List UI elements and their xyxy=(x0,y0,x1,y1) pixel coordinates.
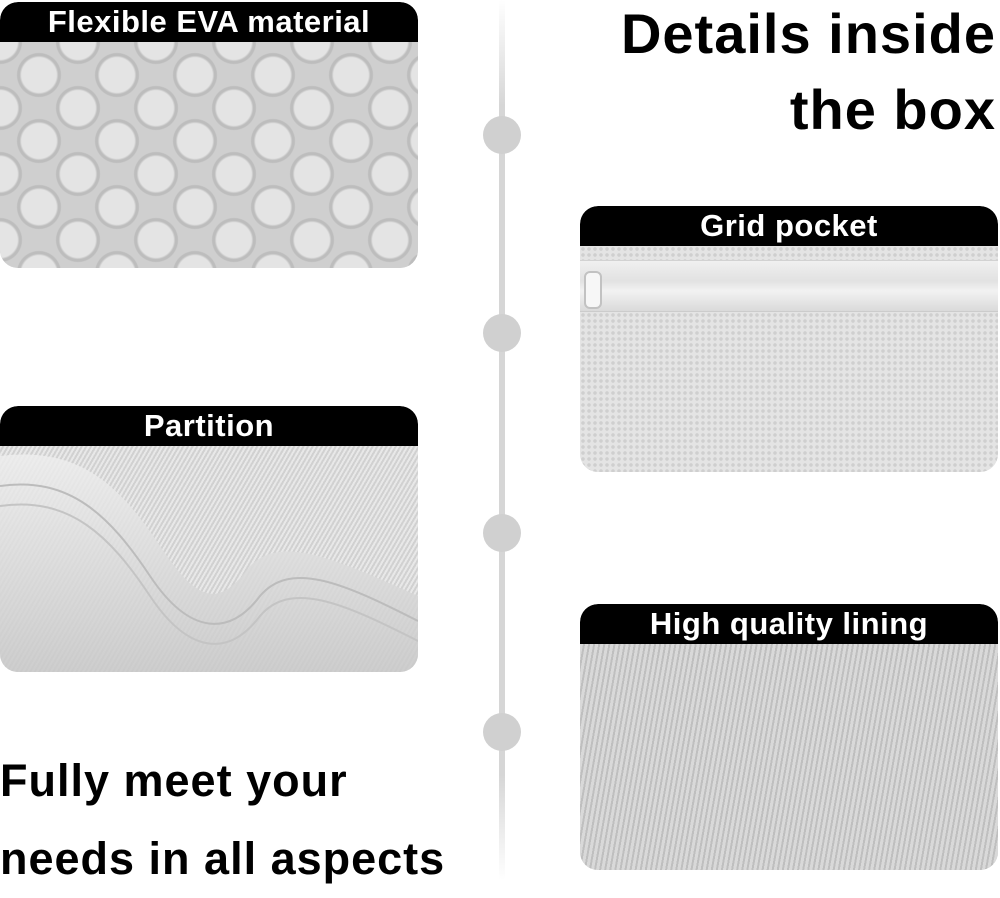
feature-label-partition: Partition xyxy=(0,406,418,446)
timeline-dot xyxy=(483,314,521,352)
feature-label-grid-pocket: Grid pocket xyxy=(580,206,998,246)
feature-label-lining: High quality lining xyxy=(580,604,998,644)
partition-fabric-image xyxy=(0,446,418,672)
feature-card-lining: High quality lining xyxy=(580,604,998,870)
timeline-line xyxy=(499,0,505,880)
page-title-line-2: the box xyxy=(789,78,996,141)
eva-hexagon-texture-image xyxy=(0,42,418,268)
timeline-dot xyxy=(483,116,521,154)
page-title: Details inside the box xyxy=(621,0,996,148)
timeline-dot xyxy=(483,514,521,552)
feature-card-partition: Partition xyxy=(0,406,418,672)
tagline-line-2: needs in all aspects xyxy=(0,833,446,884)
zipper-band xyxy=(580,260,998,312)
tagline: Fully meet your needs in all aspects xyxy=(0,742,445,898)
timeline xyxy=(483,0,521,880)
zipper-pull-icon xyxy=(584,271,602,309)
tagline-line-1: Fully meet your xyxy=(0,755,348,806)
feature-card-grid-pocket: Grid pocket xyxy=(580,206,998,472)
lining-fabric-image xyxy=(580,644,998,870)
feature-card-eva: Flexible EVA material xyxy=(0,2,418,268)
feature-label-eva: Flexible EVA material xyxy=(0,2,418,42)
fabric-wave-shape xyxy=(0,454,418,672)
mesh-pocket-image xyxy=(580,246,998,472)
page-title-line-1: Details inside xyxy=(620,2,996,65)
timeline-dot xyxy=(483,713,521,751)
